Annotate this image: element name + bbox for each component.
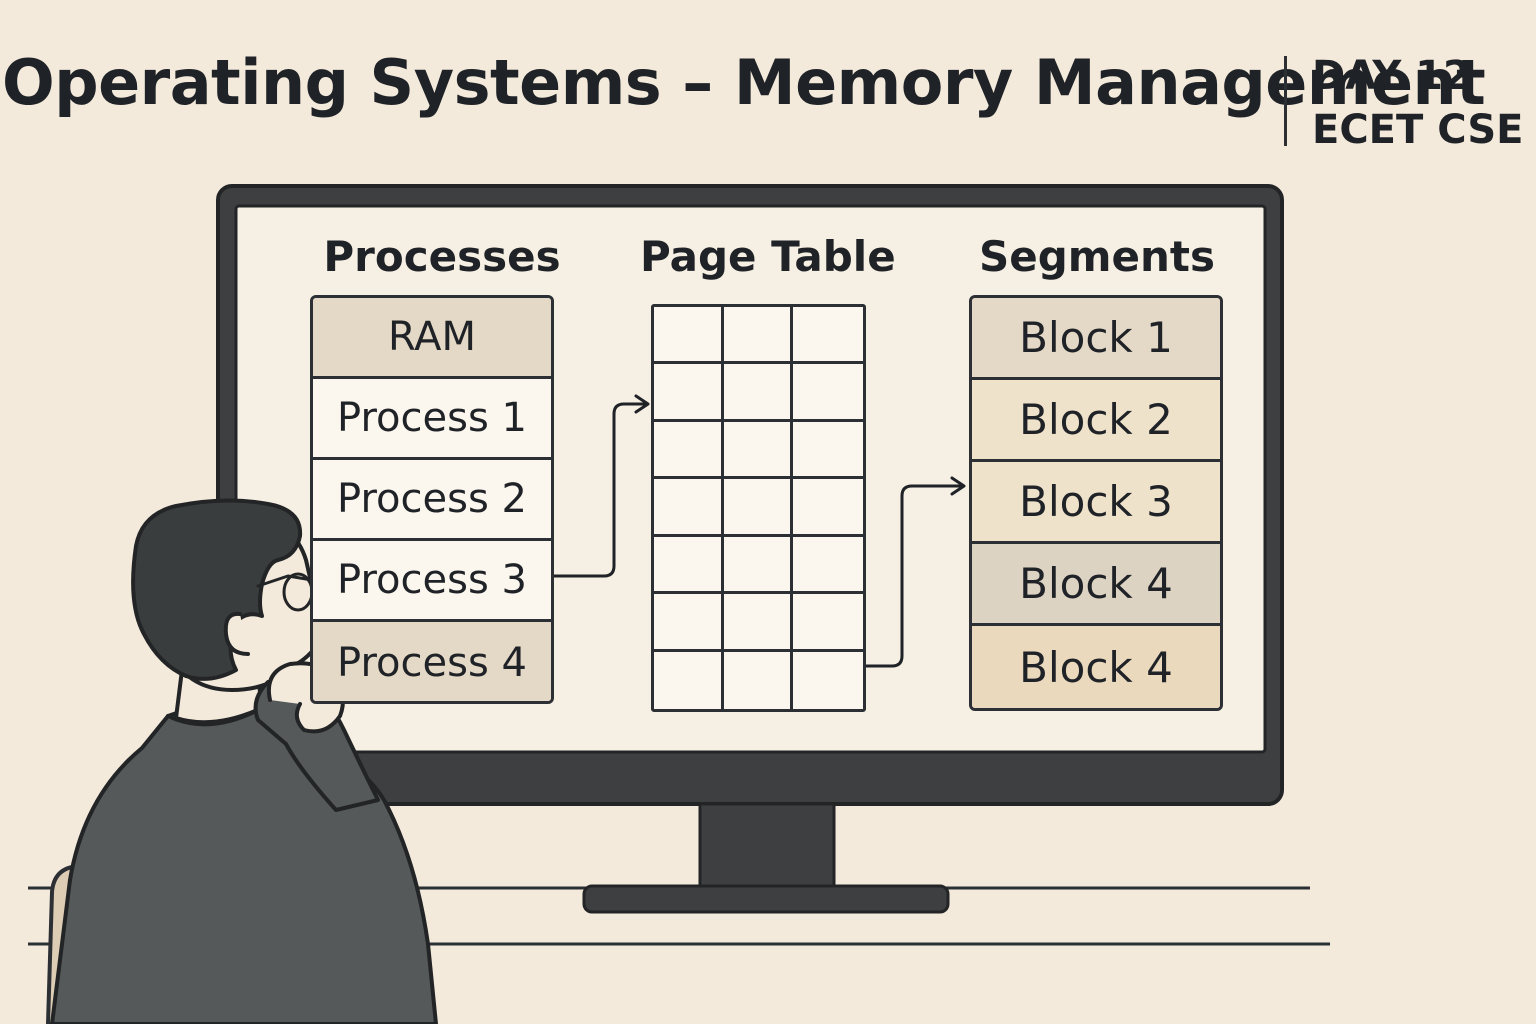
page-table-cell (723, 307, 794, 365)
process-cell-2: Process 2 (313, 460, 551, 541)
page-table-cell (654, 594, 724, 652)
segment-block-4b: Block 4 (972, 626, 1220, 708)
page-table-cell (793, 537, 863, 595)
page-table-cell (654, 364, 724, 422)
segment-block-1: Block 1 (972, 298, 1220, 380)
process-cell-ram: RAM (313, 298, 551, 379)
page-table-cell (723, 479, 794, 537)
page-table-cell (723, 594, 794, 652)
page-table-cell (654, 479, 724, 537)
day-label: DAY 12 (1312, 53, 1471, 99)
page-table-cell (793, 479, 863, 537)
page-table-cell (654, 651, 724, 709)
page-table-cell (723, 421, 794, 480)
page-table-grid (651, 304, 866, 712)
header-divider (1284, 56, 1287, 146)
segment-stack: Block 1 Block 2 Block 3 Block 4 Block 4 (969, 295, 1223, 711)
arrow-pagetable-to-block3 (864, 476, 966, 668)
process-stack: RAM Process 1 Process 2 Process 3 Proces… (310, 295, 554, 704)
page-table-cell (793, 307, 863, 365)
process-cell-1: Process 1 (313, 379, 551, 460)
page-table-cell (793, 652, 863, 709)
page-table-cell (723, 364, 794, 422)
page-table-cell (723, 536, 794, 595)
page-title: Operating Systems – Memory Management (2, 46, 1486, 119)
process-cell-3: Process 3 (313, 541, 551, 622)
page-table-cell (793, 422, 863, 480)
segment-block-4: Block 4 (972, 544, 1220, 626)
page-table-cell (654, 307, 724, 365)
segment-block-2: Block 2 (972, 380, 1220, 462)
segments-heading: Segments (978, 232, 1216, 281)
arrow-process3-to-pagetable (552, 394, 650, 578)
page-table-cell (654, 536, 724, 595)
page-table-cell (793, 364, 863, 422)
processes-heading: Processes (323, 232, 561, 281)
page-table-cell (654, 421, 724, 480)
process-cell-4: Process 4 (313, 622, 551, 701)
course-label: ECET CSE (1312, 107, 1524, 153)
page-table-heading: Page Table (640, 232, 896, 281)
page-table-cell (793, 594, 863, 652)
page-table-cell (724, 651, 794, 709)
segment-block-3: Block 3 (972, 462, 1220, 544)
